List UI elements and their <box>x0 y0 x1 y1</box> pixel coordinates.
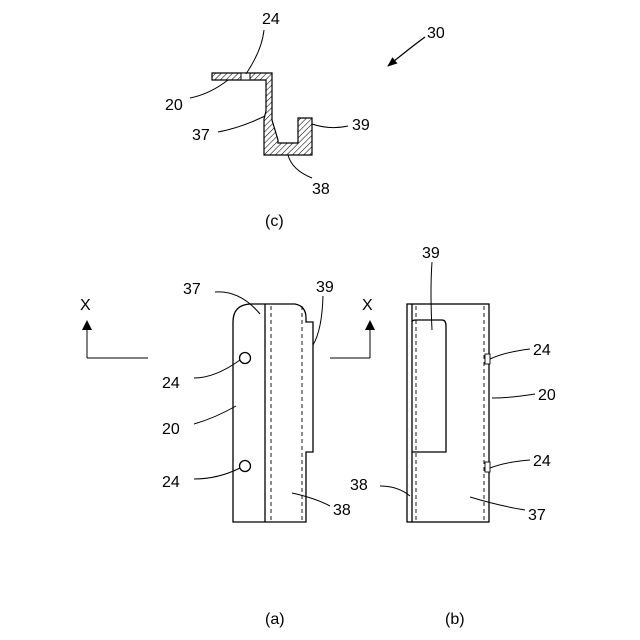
label-a-37: 37 <box>183 281 201 298</box>
caption-b: (b) <box>445 611 465 628</box>
bracket-outline-b <box>407 304 489 522</box>
label-a-38: 38 <box>333 502 351 519</box>
leader-38 <box>288 155 312 178</box>
leader-b-24-bottom <box>490 460 530 468</box>
leader-b-39 <box>431 262 432 330</box>
label-b-20: 20 <box>538 387 556 404</box>
leader-b-20 <box>492 394 535 398</box>
hole-24-top <box>240 353 251 364</box>
tab-39-b <box>412 320 446 452</box>
leader-b-37 <box>470 497 525 510</box>
label-b-39: 39 <box>422 245 440 262</box>
caption-a: (a) <box>265 611 285 628</box>
view-b: X 39 24 20 24 38 37 (b) <box>330 245 556 628</box>
label-b-38: 38 <box>350 477 368 494</box>
label-39: 39 <box>352 117 370 134</box>
leader-a-38 <box>292 493 330 506</box>
leader-a-20 <box>194 406 236 424</box>
label-20: 20 <box>165 97 183 114</box>
label-b-24-bottom: 24 <box>533 453 551 470</box>
notch-24-bottom <box>485 462 490 472</box>
label-a-24-top: 24 <box>162 375 180 392</box>
label-24: 24 <box>262 11 280 28</box>
notch-24-top <box>485 354 490 364</box>
label-30: 30 <box>427 25 445 42</box>
label-a-24-bottom: 24 <box>162 474 180 491</box>
leader-20 <box>190 80 228 98</box>
bracket-outline-a <box>233 304 313 522</box>
label-38: 38 <box>312 181 330 198</box>
leader-a-37 <box>215 292 260 314</box>
leader-24 <box>246 30 264 74</box>
hole-24-bottom <box>240 461 251 472</box>
leader-39 <box>312 124 348 128</box>
arrow-30 <box>388 37 425 66</box>
leader-37 <box>218 116 265 132</box>
cross-section-profile <box>212 73 312 155</box>
leader-b-38 <box>380 486 410 496</box>
leader-b-24-top <box>490 349 530 359</box>
caption-c: (c) <box>265 213 284 230</box>
label-37: 37 <box>192 127 210 144</box>
axis-label-x-a: X <box>80 297 91 314</box>
label-a-39: 39 <box>316 279 334 296</box>
view-a: X 37 39 24 20 24 38 (a) <box>80 279 351 628</box>
view-c: 30 24 20 37 39 38 (c) <box>165 11 445 230</box>
section-arrow-right <box>365 320 375 330</box>
label-b-24-top: 24 <box>533 342 551 359</box>
axis-label-x-b: X <box>362 297 373 314</box>
hole-24 <box>241 73 250 80</box>
section-line-x-left <box>87 326 148 358</box>
section-line-x-right <box>330 326 370 358</box>
section-arrow-left <box>82 320 92 330</box>
label-a-20: 20 <box>162 421 180 438</box>
label-b-37: 37 <box>528 507 546 524</box>
leader-a-39 <box>313 296 323 345</box>
